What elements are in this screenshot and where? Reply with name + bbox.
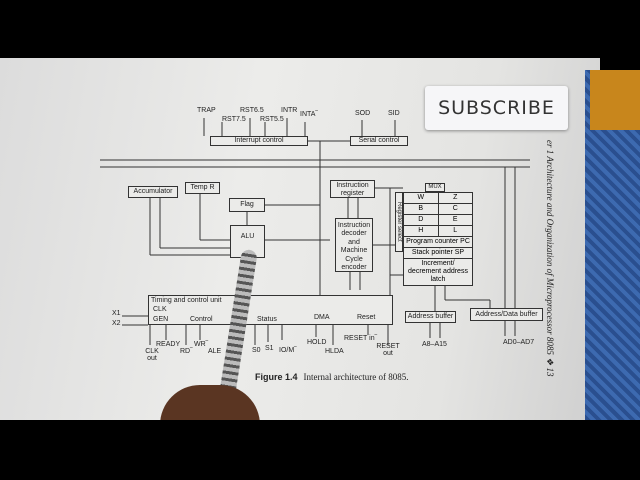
register-e: E xyxy=(452,216,458,223)
rst65-label: RST6.5 xyxy=(240,107,264,114)
clk-label: CLK xyxy=(153,306,167,313)
x2-label: X2 xyxy=(112,320,121,327)
gen-label: GEN xyxy=(153,316,169,323)
flag-register-box: Flag xyxy=(229,198,265,212)
ale-label: ALE xyxy=(208,348,222,355)
register-z: Z xyxy=(453,194,458,201)
sod-label: SOD xyxy=(355,110,371,117)
hand xyxy=(160,385,260,425)
s0-label: S0 xyxy=(252,347,261,354)
address-bus-label: A8–A15 xyxy=(422,341,447,348)
data-bus-label: AD0–AD7 xyxy=(503,339,535,346)
running-head: er 1 Architecture and Organization of Mi… xyxy=(545,140,555,377)
dma-label: DMA xyxy=(314,314,330,321)
intr-label: INTR xyxy=(281,107,298,114)
rst55-label: RST5.5 xyxy=(260,116,284,123)
register-l: L xyxy=(453,227,458,234)
register-d: D xyxy=(404,215,439,225)
register-h: H xyxy=(404,226,439,236)
reset-out-label: RESET out xyxy=(376,343,400,357)
letterbox-bottom xyxy=(0,420,640,480)
temp-register-box: Temp R xyxy=(185,182,220,194)
register-w: W xyxy=(404,193,439,203)
register-b: B xyxy=(404,204,439,214)
letterbox-top xyxy=(0,0,640,58)
mux-box: MUX xyxy=(425,183,445,192)
rd-label: RD‾ xyxy=(180,348,193,355)
hold-label: HOLD xyxy=(307,339,327,346)
hlda-label: HLDA xyxy=(325,348,344,355)
instruction-decoder-box: Instruction decoder and Machine Cycle en… xyxy=(335,218,373,272)
ready-label: READY xyxy=(156,341,181,348)
subscribe-sticker: SUBSCRIBE xyxy=(425,86,568,130)
figure-caption: Figure 1.4 Internal architecture of 8085. xyxy=(255,372,408,382)
address-data-buffer-box: Address/Data buffer xyxy=(470,308,543,321)
figure-title: Internal architecture of 8085. xyxy=(303,372,409,382)
figure-number: Figure 1.4 xyxy=(255,372,298,382)
serial-control-box: Serial control xyxy=(350,136,408,146)
stack-pointer: Stack pointer SP xyxy=(404,248,472,259)
control-label: Control xyxy=(190,316,213,323)
interrupt-control-box: Interrupt control xyxy=(210,136,308,146)
rst75-label: RST7.5 xyxy=(222,116,246,123)
timing-control-label: Timing and control unit xyxy=(151,297,222,304)
iom-label: IO/M‾ xyxy=(279,347,297,354)
inta-label: INTA‾ xyxy=(300,111,318,118)
register-select-box: Register select xyxy=(395,192,403,252)
fabric-background xyxy=(590,70,640,130)
status-label: Status xyxy=(257,316,277,323)
instruction-register-box: Instruction register xyxy=(330,180,375,198)
reset-label: Reset xyxy=(357,314,376,321)
s1-label: S1 xyxy=(265,345,274,352)
x1-label: X1 xyxy=(112,310,121,317)
clk-out-label: CLK out xyxy=(145,348,159,362)
trap-label: TRAP xyxy=(197,107,216,114)
wr-label: WR‾ xyxy=(194,341,208,348)
inc-dec-address-latch: Increment/ decrement address latch xyxy=(408,260,468,283)
address-buffer-box: Address buffer xyxy=(405,311,456,323)
sid-label: SID xyxy=(388,110,400,117)
accumulator-box: Accumulator xyxy=(128,186,178,198)
timing-control-unit-box xyxy=(148,295,393,325)
register-c: C xyxy=(452,205,458,212)
reset-in-label: RESET in‾ xyxy=(344,335,377,342)
program-counter: Program counter PC xyxy=(404,237,472,248)
